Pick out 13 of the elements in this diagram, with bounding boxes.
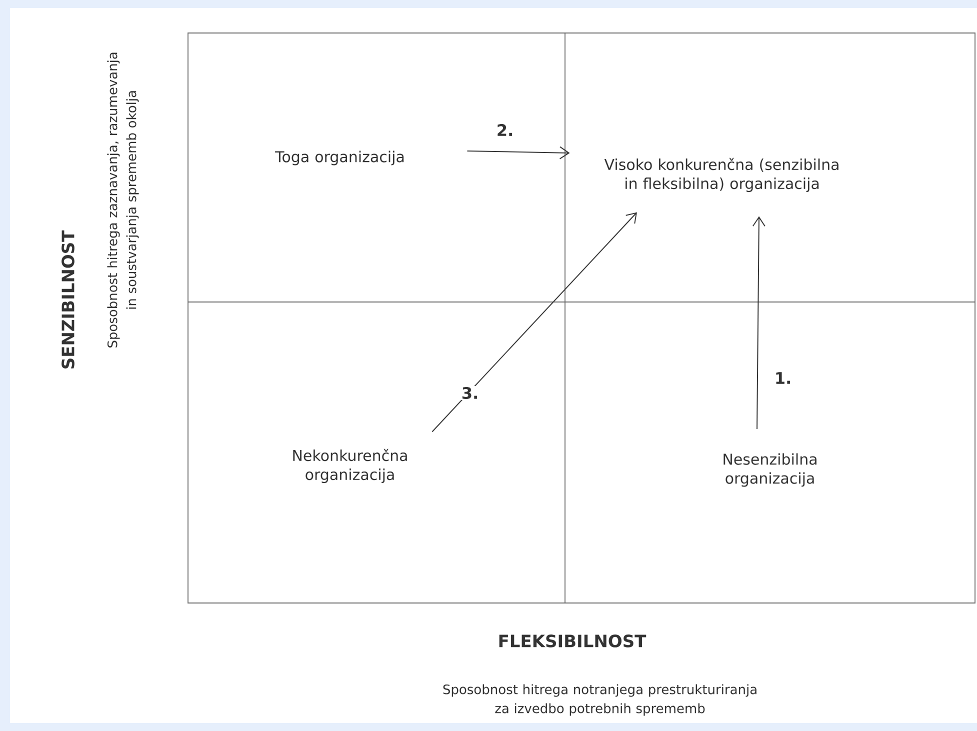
node-label: Visoko konkurenčna (senzibilna in fleksibilna) organizacija <box>604 158 838 192</box>
axis-title: FLEKSIBILNOST <box>499 634 646 648</box>
node-label: Toga organizacija <box>275 150 404 166</box>
edge-label: 1. <box>773 371 793 385</box>
axis-description: Sposobnost hitrega notranjega prestrukturiranja za izvedbo potrebnih sprememb <box>443 684 756 716</box>
arrow <box>466 146 570 160</box>
edge-label: 2. <box>495 123 515 137</box>
node-label: Nesenzibilna organizacija <box>724 453 816 487</box>
axis-title: SENZIBILNOST <box>62 230 74 368</box>
arrow <box>432 212 638 432</box>
arrow <box>752 216 766 430</box>
axis-description: Sposobnost hitrega zaznavanja, razumevanja in soustvarjanja sprememb okolja <box>107 52 139 348</box>
node-label: Nekonkurenčna organizacija <box>293 448 407 484</box>
